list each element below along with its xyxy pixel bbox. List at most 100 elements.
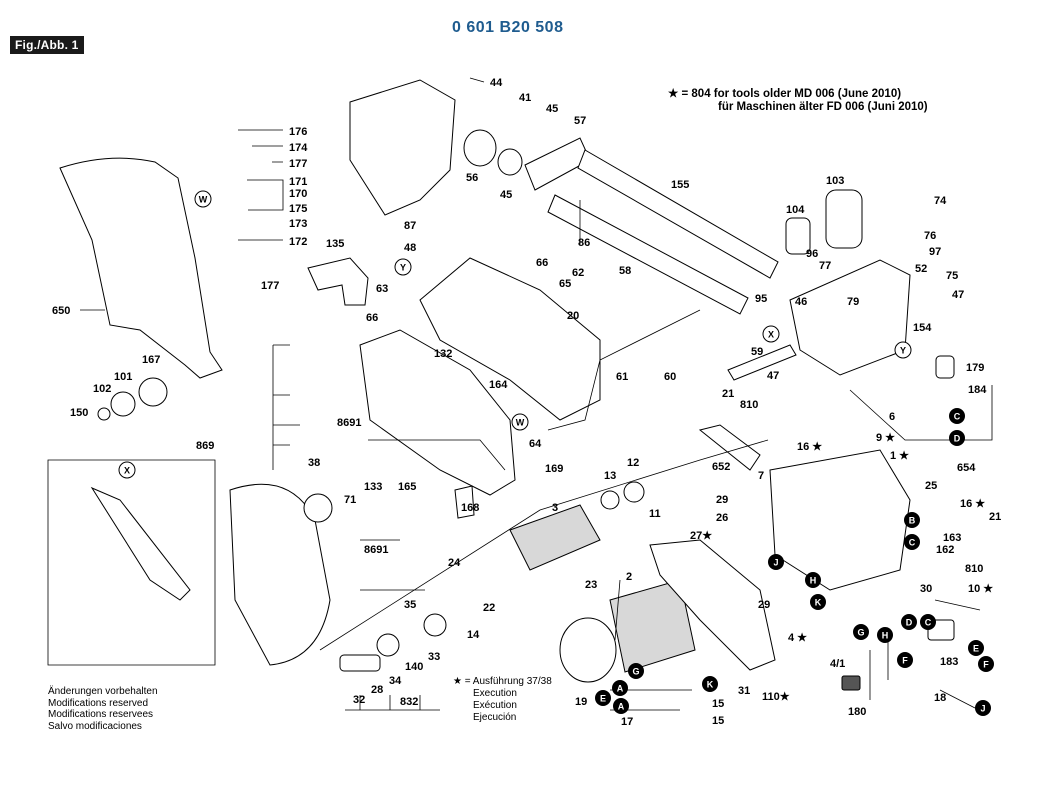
gear-35 (423, 613, 447, 637)
disclaimer-line: Änderungen vorbehalten (48, 686, 158, 697)
part-label: 173 (289, 218, 307, 230)
part-label: 86 (578, 237, 590, 249)
connector-label: C (925, 618, 932, 628)
upper-housing (349, 79, 456, 216)
part-label: 76 (924, 230, 936, 242)
connector-marker: Y (394, 258, 412, 276)
part-label: 4 ★ (788, 632, 807, 644)
part-label: 810 (740, 399, 758, 411)
connector-marker-filled: E (595, 690, 611, 706)
variant-line: Execution (473, 688, 517, 699)
part-label: 174 (289, 142, 308, 154)
part-label: 654 (957, 462, 976, 474)
part-label: 66 (536, 257, 548, 269)
variant-line: Ejecución (473, 712, 517, 723)
connector-marker-filled: H (877, 627, 893, 643)
connector-marker-filled: C (949, 408, 965, 424)
part-label: 31 (738, 685, 750, 697)
part-label: 34 (389, 675, 402, 687)
part-label: 46 (795, 296, 807, 308)
part-label: 172 (289, 236, 307, 248)
part-label: 74 (934, 195, 947, 207)
part-label: 47 (952, 289, 964, 301)
part-label: 16 ★ (960, 498, 985, 510)
footnote-line-2: für Maschinen älter FD 006 (Juni 2010) (718, 101, 928, 113)
disclaimer-line: Modifications reservees (48, 709, 154, 720)
part-label: 20 (567, 310, 579, 322)
part-label: 102 (93, 383, 111, 395)
connector-marker-filled: A (612, 680, 628, 696)
part-label: 29 (716, 494, 728, 506)
part-label: 59 (751, 346, 763, 358)
connector-label: X (768, 330, 774, 340)
sleeve-part (463, 129, 497, 167)
part-label: 135 (326, 238, 344, 250)
part-label: 810 (965, 563, 983, 575)
part-label: 33 (428, 651, 440, 663)
part-label: 169 (545, 463, 563, 475)
gear-140 (376, 633, 400, 657)
footnote-star: ★ = 804 for tools older MD 006 (June 201… (668, 88, 928, 114)
part-label: 24 (448, 557, 461, 569)
part-label: 95 (755, 293, 767, 305)
rear-bracket (789, 259, 911, 376)
part-label: 170 (289, 188, 307, 200)
part-label: 45 (546, 103, 558, 115)
connector-label: J (773, 558, 778, 568)
part-label: 87 (404, 220, 416, 232)
part-label: 4/1 (830, 658, 845, 670)
bearing-13 (600, 490, 620, 510)
saw-blade-flange (303, 493, 333, 523)
part-label: 21 (722, 388, 734, 400)
part-label: 101 (114, 371, 132, 383)
connector-label: D (954, 434, 961, 444)
part-label: 29 (758, 599, 770, 611)
pin-59 (727, 344, 797, 381)
part-label: 7 (758, 470, 764, 482)
connector-label: E (600, 694, 606, 704)
connector-marker-filled: H (805, 572, 821, 588)
part-label: 75 (946, 270, 958, 282)
part-label: 3 (552, 502, 558, 514)
lever-652 (698, 424, 761, 471)
variant-line: Exécution (473, 700, 517, 711)
blade-guard (359, 329, 516, 496)
connector-marker-filled: E (968, 640, 984, 656)
part-label: 163 (943, 532, 961, 544)
part-label: 12 (627, 457, 639, 469)
part-label: 38 (308, 457, 320, 469)
part-label: 140 (405, 661, 423, 673)
part-label: 180 (848, 706, 866, 718)
connector-marker: X (762, 325, 780, 343)
connector-label: C (909, 538, 916, 548)
part-label: 155 (671, 179, 689, 191)
connector-label: H (810, 576, 817, 586)
part-label: 77 (819, 260, 831, 272)
part-label: 167 (142, 354, 160, 366)
disclaimer-line: Modifications reserved (48, 697, 149, 709)
part-number: 0 601 B20 508 (452, 19, 564, 36)
part-label: 56 (466, 172, 478, 184)
part-label: 18 (934, 692, 946, 704)
part-label: 48 (404, 242, 416, 254)
handle (649, 539, 776, 671)
cap-168 (454, 485, 475, 519)
part-label: 164 (489, 379, 508, 391)
leader-lines (47, 77, 993, 711)
connector-label: J (980, 704, 985, 714)
connector-marker-filled: F (897, 652, 913, 668)
part-label: 171 (289, 176, 307, 188)
part-label: 71 (344, 494, 356, 506)
part-label: 30 (920, 583, 932, 595)
part-label: 26 (716, 512, 728, 524)
part-label: 28 (371, 684, 383, 696)
part-label: 27★ (690, 530, 712, 542)
connector-label: A (617, 684, 624, 694)
part-label: 14 (467, 629, 480, 641)
spring-part (825, 189, 863, 249)
part-label: 110★ (762, 691, 790, 703)
connector-label: F (983, 660, 989, 670)
connector-label: K (815, 598, 822, 608)
part-label: 103 (826, 175, 844, 187)
